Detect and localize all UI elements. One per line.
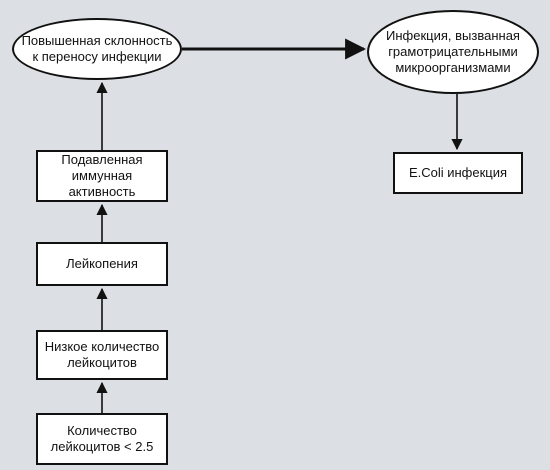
- node-ecoli-line1: E.Coli инфекция: [408, 165, 508, 180]
- node-gram-negative-line2: грамотрицательными: [388, 44, 518, 59]
- node-gram-negative-line3: микроорганизмами: [395, 60, 511, 75]
- node-threshold-line1: Количество: [67, 423, 137, 438]
- node-immune-line1: Подавленная: [61, 152, 143, 167]
- node-leukopenia-line1: Лейкопения: [66, 256, 138, 271]
- node-gram-negative-line1: Инфекция, вызванная: [386, 28, 520, 43]
- node-low-leukocyte-count: Низкое количество лейкоцитов: [36, 330, 168, 380]
- node-leukopenia: Лейкопения: [36, 242, 168, 286]
- node-gram-negative-infection: Инфекция, вызванная грамотрицательными м…: [367, 10, 539, 94]
- node-immune-suppression: Подавленная иммунная активность: [36, 150, 168, 202]
- node-susceptibility-line1: Повышенная склонность: [21, 33, 173, 48]
- node-low-count-line1: Низкое количество: [44, 339, 160, 354]
- node-ecoli-infection: E.Coli инфекция: [393, 152, 523, 194]
- node-susceptibility: Повышенная склонность к переносу инфекци…: [12, 18, 182, 80]
- node-susceptibility-line2: к переносу инфекции: [32, 49, 162, 64]
- node-immune-line2: иммунная активность: [68, 168, 136, 199]
- node-low-count-line2: лейкоцитов: [67, 355, 137, 370]
- node-threshold-line2: лейкоцитов < 2.5: [50, 439, 154, 454]
- node-leukocyte-threshold: Количество лейкоцитов < 2.5: [36, 413, 168, 465]
